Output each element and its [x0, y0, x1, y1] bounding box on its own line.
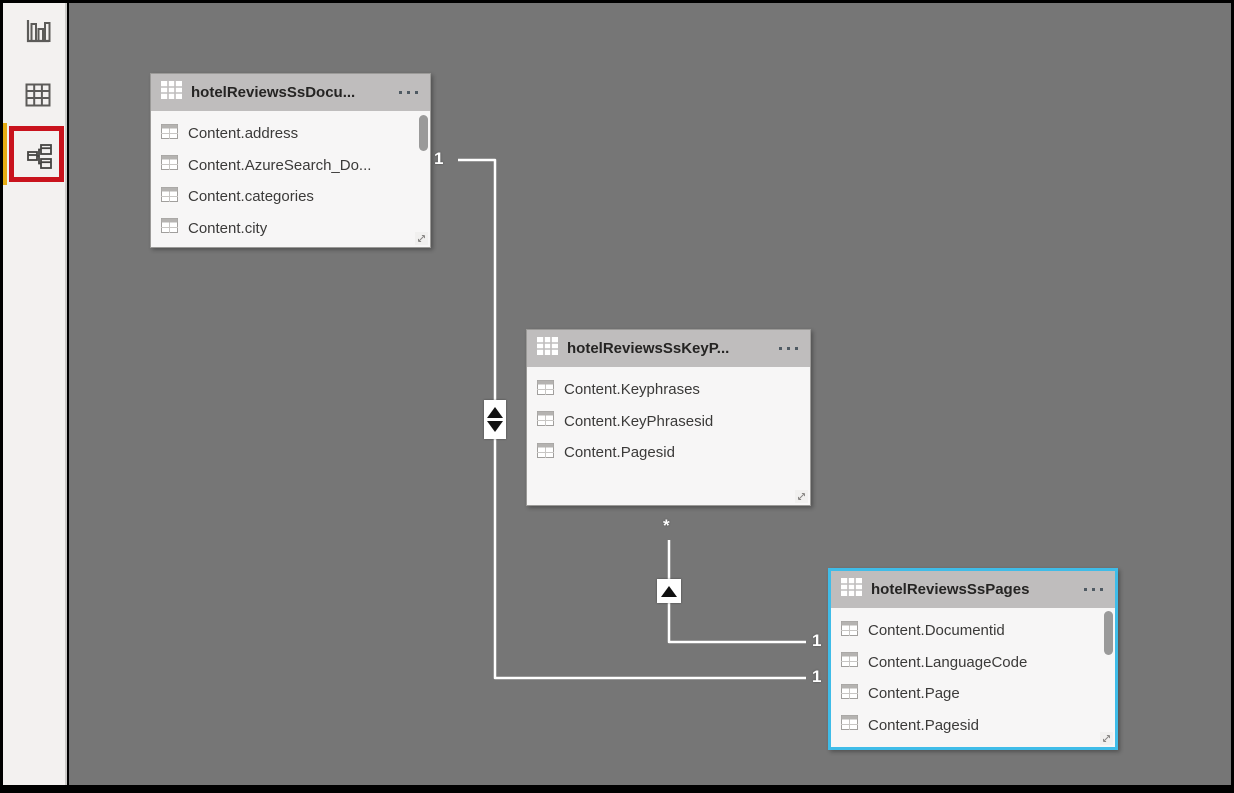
cardinality-label-pages-one-lower[interactable]: 1: [812, 667, 822, 686]
field-row[interactable]: Content.city: [151, 213, 430, 245]
field-icon: [841, 652, 858, 672]
table-icon: [841, 578, 862, 601]
field-name: Content.AzureSearch_Do...: [188, 156, 372, 174]
field-row[interactable]: Content.Documentid: [831, 615, 1115, 647]
field-name: Content.categories: [188, 188, 314, 206]
field-icon: [537, 442, 554, 463]
field-name: Content.KeyPhrasesid: [564, 412, 714, 430]
table-grid-icon: [25, 83, 51, 107]
field-row-partial[interactable]: [831, 741, 1115, 747]
field-row[interactable]: Content.Pagesid: [831, 710, 1115, 742]
field-name: Content.city: [188, 219, 268, 237]
field-list: Content.address Content.AzureSearch_Do..…: [151, 111, 430, 247]
field-icon: [161, 186, 178, 207]
field-name: Content.Page: [868, 685, 960, 703]
table-card-pages[interactable]: hotelReviewsSsPages Content.Documentid C…: [828, 568, 1118, 750]
table-card-documents[interactable]: hotelReviewsSsDocu... Content.address Co…: [150, 73, 431, 248]
field-name: Content.Pagesid: [564, 444, 675, 462]
field-row[interactable]: Content.KeyPhrasesid: [527, 406, 810, 438]
more-options-icon[interactable]: [397, 87, 420, 98]
field-icon: [841, 683, 858, 704]
view-switcher-sidebar: [3, 3, 67, 785]
field-list: Content.Keyphrases Content.KeyPhrasesid …: [527, 367, 810, 469]
more-options-icon[interactable]: [1082, 584, 1105, 595]
field-name: Content.Documentid: [868, 622, 1005, 640]
field-row-partial[interactable]: [151, 244, 430, 247]
table-card-keyphrases[interactable]: hotelReviewsSsKeyP... Content.Keyphrases…: [526, 329, 811, 506]
field-row[interactable]: Content.categories: [151, 181, 430, 213]
field-row[interactable]: Content.AzureSearch_Do...: [151, 150, 430, 182]
table-icon: [537, 337, 558, 360]
field-row[interactable]: Content.LanguageCode: [831, 647, 1115, 679]
table-title: hotelReviewsSsDocu...: [191, 84, 356, 101]
table-header-documents[interactable]: hotelReviewsSsDocu...: [151, 74, 430, 111]
arrow-up-icon: [661, 585, 677, 597]
data-view-button[interactable]: [25, 82, 51, 108]
field-icon: [161, 218, 178, 238]
cardinality-label-pages-one-upper[interactable]: 1: [812, 631, 822, 650]
cross-filter-both-directions-icon[interactable]: [484, 400, 506, 439]
report-view-button[interactable]: [25, 18, 51, 44]
table-title: hotelReviewsSsPages: [871, 581, 1030, 598]
model-view-highlight-box: [9, 126, 64, 182]
field-name: Content.Keyphrases: [564, 381, 700, 399]
field-row[interactable]: Content.address: [151, 118, 430, 150]
field-icon: [841, 715, 858, 735]
field-icon: [841, 620, 858, 641]
cardinality-label-keyphrases-many[interactable]: *: [663, 516, 670, 535]
more-options-icon[interactable]: [777, 343, 800, 354]
model-view-button[interactable]: [27, 144, 53, 170]
cardinality-label-documents-one[interactable]: 1: [434, 149, 444, 168]
table-header-keyphrases[interactable]: hotelReviewsSsKeyP...: [527, 330, 810, 367]
field-icon: [537, 379, 554, 400]
resize-handle-icon[interactable]: [415, 232, 428, 245]
filter-direction-up-icon[interactable]: [657, 579, 681, 603]
field-name: Content.LanguageCode: [868, 653, 1028, 671]
field-icon: [537, 411, 554, 431]
field-name: Content.Pagesid: [868, 716, 979, 734]
bar-chart-icon: [25, 18, 51, 44]
field-icon: [161, 123, 178, 144]
field-icon: [841, 746, 858, 747]
field-row[interactable]: Content.Pagesid: [527, 437, 810, 469]
field-name: Content.address: [188, 125, 299, 143]
table-title: hotelReviewsSsKeyP...: [567, 340, 730, 357]
field-row[interactable]: Content.Page: [831, 678, 1115, 710]
table-header-pages[interactable]: hotelReviewsSsPages: [831, 571, 1115, 608]
field-row[interactable]: Content.Keyphrases: [527, 374, 810, 406]
arrow-down-icon: [487, 421, 503, 432]
field-list: Content.Documentid Content.LanguageCode …: [831, 608, 1115, 747]
arrow-up-icon: [487, 407, 503, 418]
scrollbar-thumb[interactable]: [1104, 611, 1113, 655]
relationship-line-keyphrases-pages: [667, 540, 806, 644]
model-diagram-icon: [26, 143, 54, 171]
scrollbar-thumb[interactable]: [419, 115, 428, 151]
table-icon: [161, 81, 182, 104]
active-view-indicator: [3, 123, 7, 185]
model-diagram-canvas[interactable]: 1 * 1 1: [69, 3, 1231, 785]
resize-handle-icon[interactable]: [795, 490, 808, 503]
field-icon: [161, 155, 178, 175]
resize-handle-icon[interactable]: [1100, 732, 1113, 745]
